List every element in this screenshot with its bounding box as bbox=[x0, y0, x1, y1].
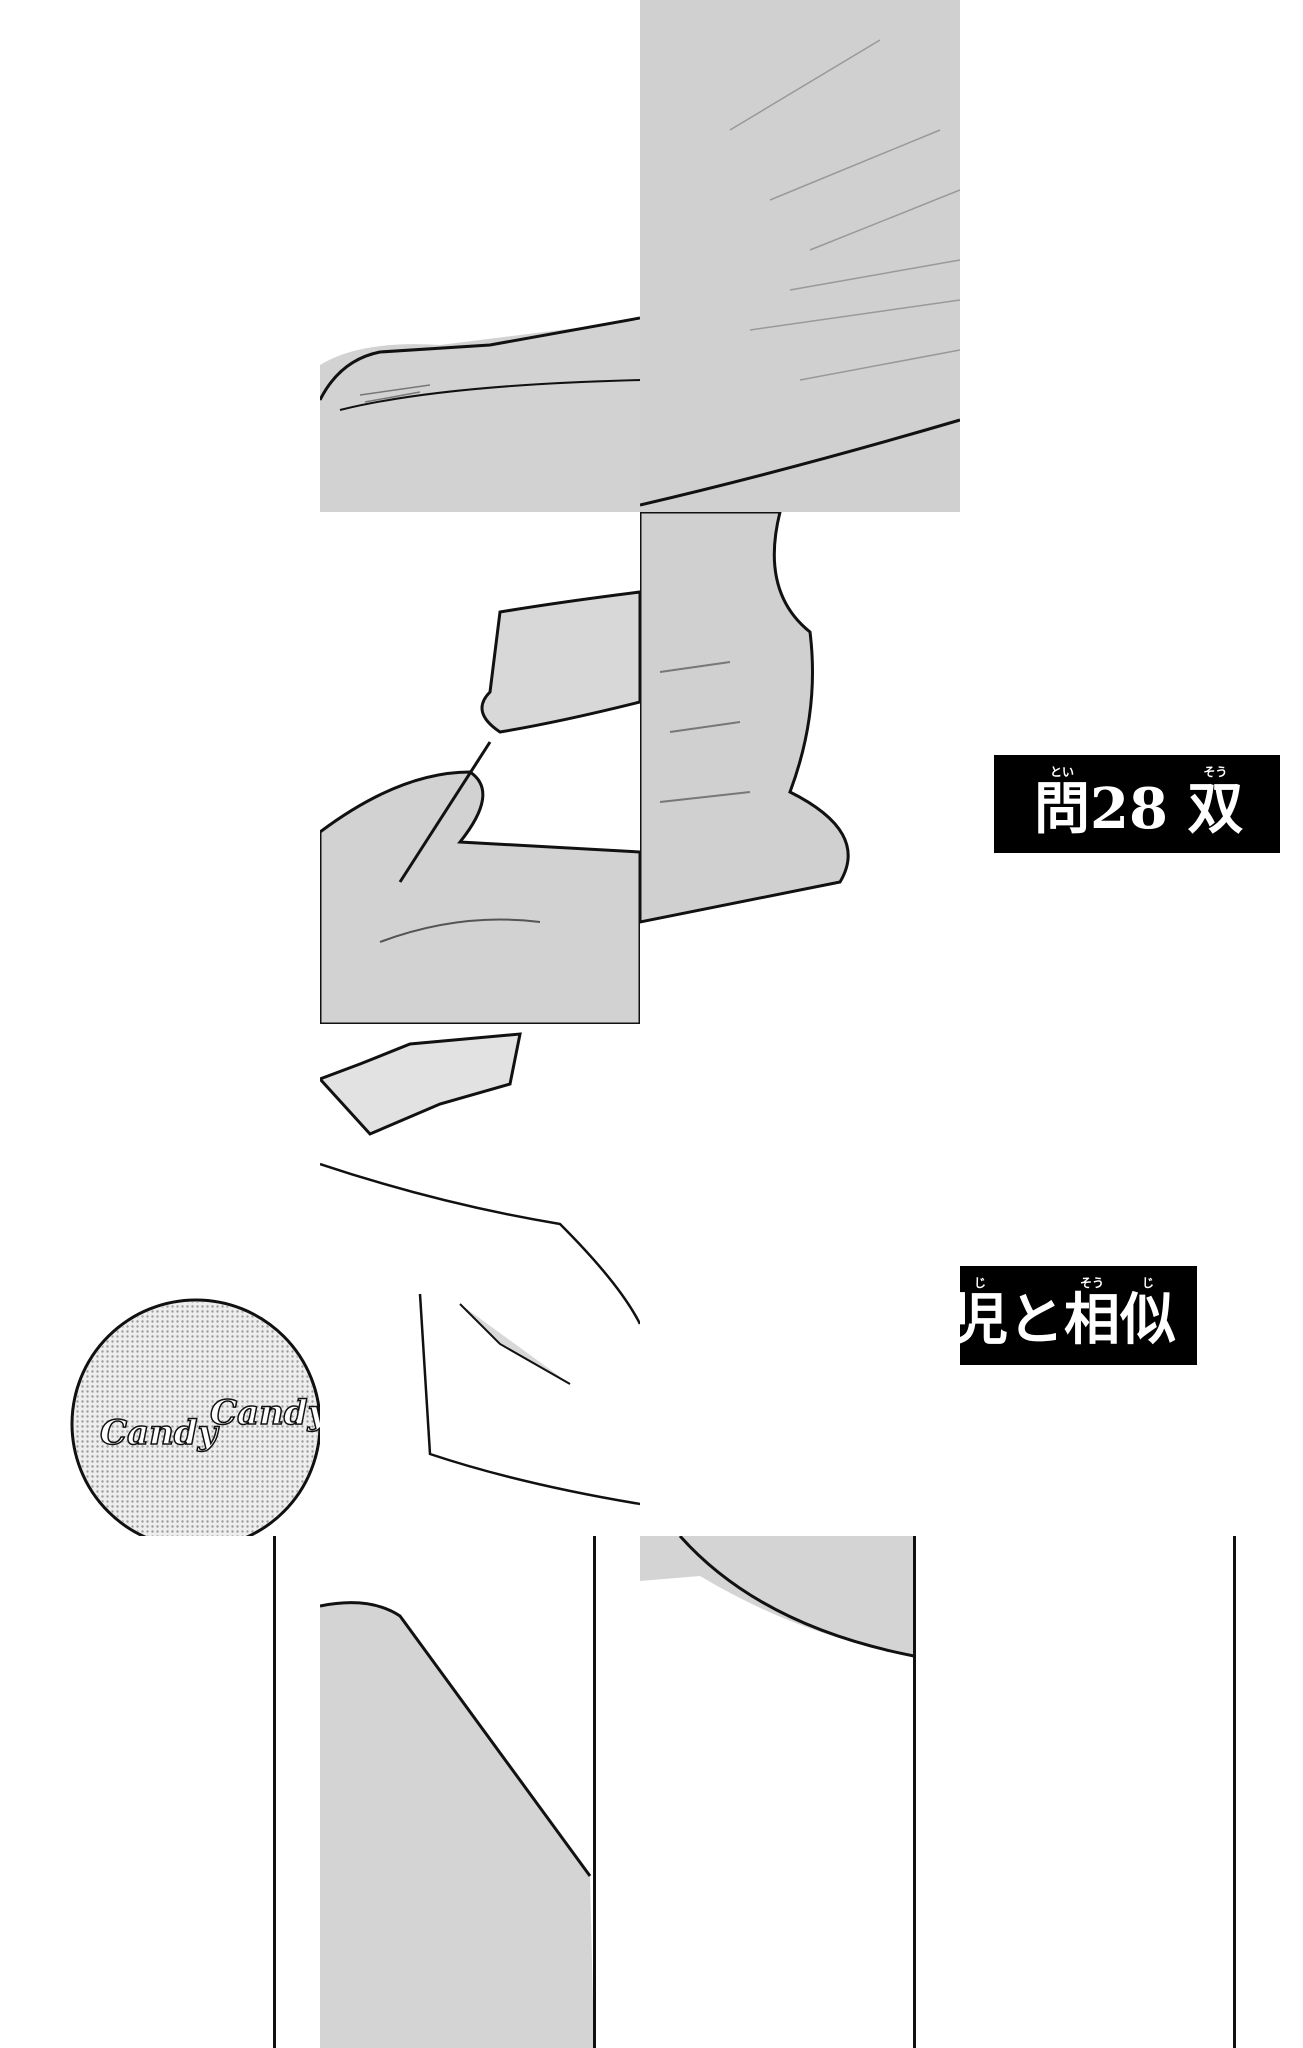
candy-logo: Candy bbox=[100, 1413, 220, 1453]
panel-border bbox=[913, 1536, 916, 2048]
panel-border bbox=[1233, 1536, 1236, 2048]
chapter-number: 28 bbox=[1090, 776, 1168, 842]
panel-hand-tile bbox=[320, 512, 640, 1024]
panel-border bbox=[273, 1536, 276, 2048]
panel-sleeve-tile bbox=[320, 1536, 640, 2048]
panel-candy-tile: Candy Candy bbox=[0, 1024, 320, 1536]
hand-drawing bbox=[320, 590, 640, 1024]
arm-drawing bbox=[320, 316, 640, 512]
fingers-drawing bbox=[640, 512, 850, 924]
title-kanji-child: 児じ bbox=[952, 1276, 1008, 1353]
title-kanji-question: 問とい bbox=[1034, 765, 1090, 842]
chapter-title-part2: 児じと相そう似じ bbox=[952, 1266, 1197, 1365]
title-kanji-twin: 双そう bbox=[1187, 765, 1244, 842]
hand-wrapper-drawing bbox=[320, 1032, 640, 1506]
speed-lines bbox=[640, 39, 960, 507]
panel-speedlines-tile bbox=[640, 0, 960, 512]
panel-edge-tile bbox=[640, 1536, 960, 2048]
panel-fingers-tile bbox=[640, 512, 960, 1024]
title-particle: と bbox=[1008, 1287, 1064, 1353]
panel-border bbox=[593, 1536, 596, 2048]
candy-logo: Candy bbox=[210, 1393, 320, 1433]
edge-drawing bbox=[640, 1536, 915, 1658]
title-kanji-resemble: 似じ bbox=[1120, 1276, 1176, 1353]
panel-arm-tile bbox=[320, 0, 640, 512]
sleeve-drawing bbox=[320, 1601, 594, 2048]
title-kanji-mutual: 相そう bbox=[1064, 1276, 1120, 1353]
panel-wrapper-tile bbox=[320, 1024, 640, 1536]
chapter-title-part1: 問とい28 双そう bbox=[994, 755, 1280, 853]
candy-lollipop: Candy Candy bbox=[70, 1298, 320, 1536]
